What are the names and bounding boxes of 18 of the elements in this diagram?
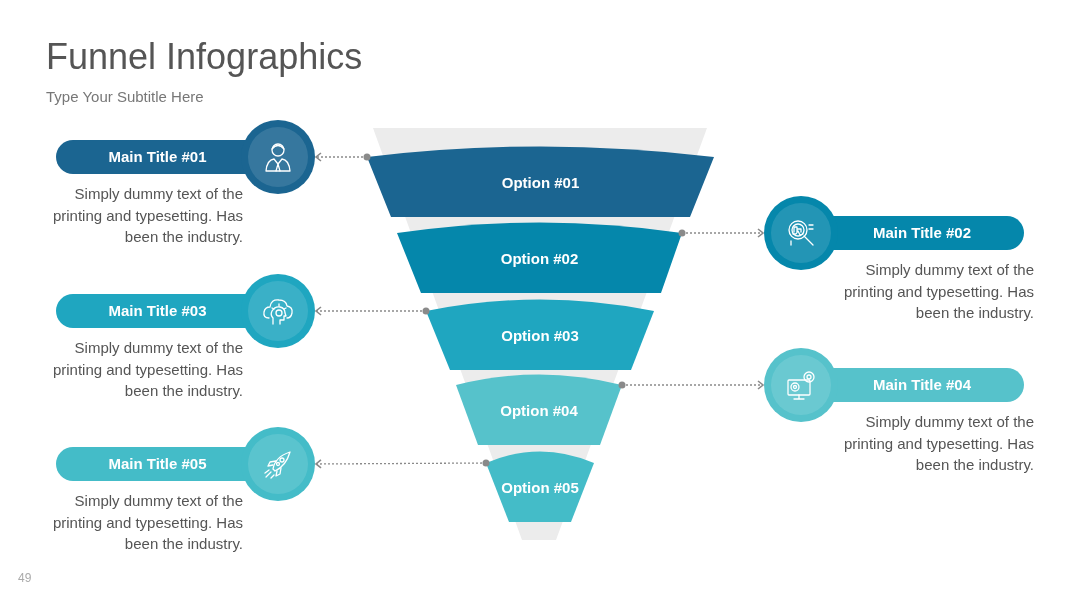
description-text: Simply dummy text of the printing and typesetting. Has been the industry. bbox=[51, 491, 243, 554]
segment-label: Option #02 bbox=[499, 249, 580, 267]
segment-label: Option #04 bbox=[499, 401, 579, 419]
dotted-arrow bbox=[315, 306, 430, 316]
dotted-arrow bbox=[315, 152, 371, 162]
segment-label: Option #01 bbox=[500, 173, 581, 191]
dotted-arrow bbox=[315, 459, 490, 469]
description-text: Simply dummy text of the printing and typesetting. Has been the industry. bbox=[51, 184, 243, 247]
segment-label: Option #03 bbox=[500, 326, 580, 344]
dotted-arrow bbox=[678, 228, 764, 238]
segment-label: Option #05 bbox=[500, 478, 580, 496]
description-text: Simply dummy text of the printing and typesetting. Has been the industry. bbox=[51, 338, 243, 401]
description-text: Simply dummy text of the printing and typesetting. Has been the industry. bbox=[842, 412, 1034, 475]
subtitle: Type Your Subtitle Here bbox=[46, 88, 204, 105]
dotted-arrow bbox=[618, 380, 764, 390]
slide-title: Funnel Infographics bbox=[46, 36, 363, 78]
description-text: Simply dummy text of the printing and typesetting. Has been the industry. bbox=[842, 260, 1034, 323]
page-number: 49 bbox=[18, 571, 32, 585]
